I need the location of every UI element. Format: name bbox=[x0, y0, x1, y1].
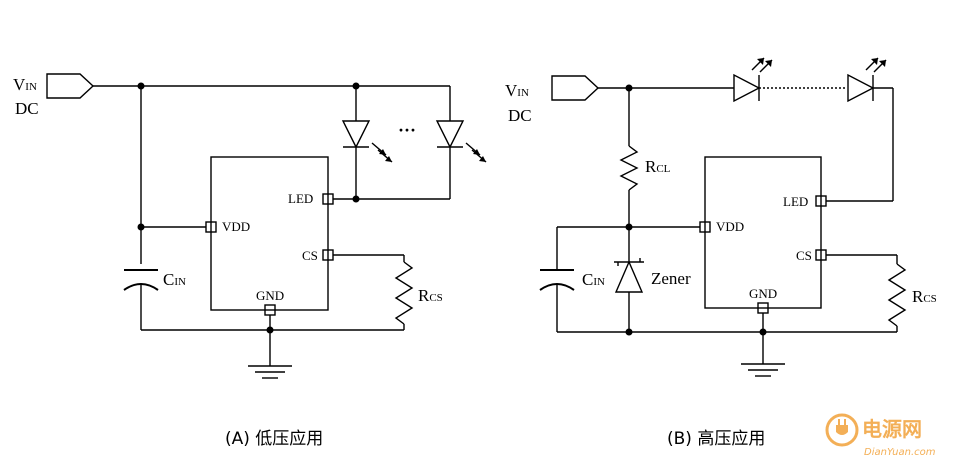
rcl-label-b: RCL bbox=[645, 157, 671, 176]
pin-led-b: LED bbox=[783, 194, 808, 209]
led-b-n bbox=[847, 57, 887, 103]
dc-label-b: DC bbox=[508, 106, 532, 125]
rcl-resistor-b bbox=[619, 145, 639, 191]
zener-diode-b bbox=[614, 258, 644, 332]
vin-label-b: VIN bbox=[505, 81, 529, 100]
pin-cs-a: CS bbox=[302, 248, 318, 263]
led-a-1 bbox=[341, 86, 393, 199]
plug-icon bbox=[825, 413, 859, 447]
pin-vdd-a: VDD bbox=[222, 219, 250, 234]
caption-b: (B) 高压应用 bbox=[667, 429, 765, 449]
ground-symbol-a bbox=[248, 365, 292, 379]
led-ellipsis-a: ··· bbox=[398, 120, 416, 140]
rcs-resistor-a bbox=[394, 261, 414, 325]
watermark-url: DianYuan.com bbox=[864, 447, 936, 458]
led-a-n bbox=[435, 86, 487, 199]
watermark-text: 电源网 bbox=[862, 417, 922, 441]
pin-gnd-a: GND bbox=[256, 288, 284, 303]
cin-label-b: CIN bbox=[582, 270, 605, 289]
vin-connector-b bbox=[551, 75, 600, 101]
cin-capacitor-a bbox=[123, 269, 159, 330]
pin-led-a: LED bbox=[288, 191, 313, 206]
rcs-resistor-b bbox=[887, 263, 907, 327]
pin-cs-b: CS bbox=[796, 248, 812, 263]
circuit-a: VIN DC CIN VDD LED CS GND bbox=[13, 73, 487, 449]
led-b-1 bbox=[733, 57, 773, 103]
ic-box-a bbox=[210, 156, 329, 311]
watermark-logo: 电源网 DianYuan.com bbox=[825, 413, 936, 458]
cin-capacitor-b bbox=[539, 269, 575, 332]
vin-label-a: VIN bbox=[13, 75, 37, 94]
dc-label-a: DC bbox=[15, 99, 39, 118]
vin-connector-a bbox=[46, 73, 95, 99]
pin-gnd-b: GND bbox=[749, 286, 777, 301]
circuit-b: VIN DC RCL bbox=[505, 57, 937, 449]
zener-label-b: Zener bbox=[651, 269, 691, 288]
cin-label-a: CIN bbox=[163, 270, 186, 289]
rcs-label-b: RCS bbox=[912, 287, 937, 306]
caption-a: (A) 低压应用 bbox=[225, 429, 323, 449]
pin-vdd-b: VDD bbox=[716, 219, 744, 234]
rcs-label-a: RCS bbox=[418, 286, 443, 305]
ground-symbol-b bbox=[741, 363, 785, 377]
